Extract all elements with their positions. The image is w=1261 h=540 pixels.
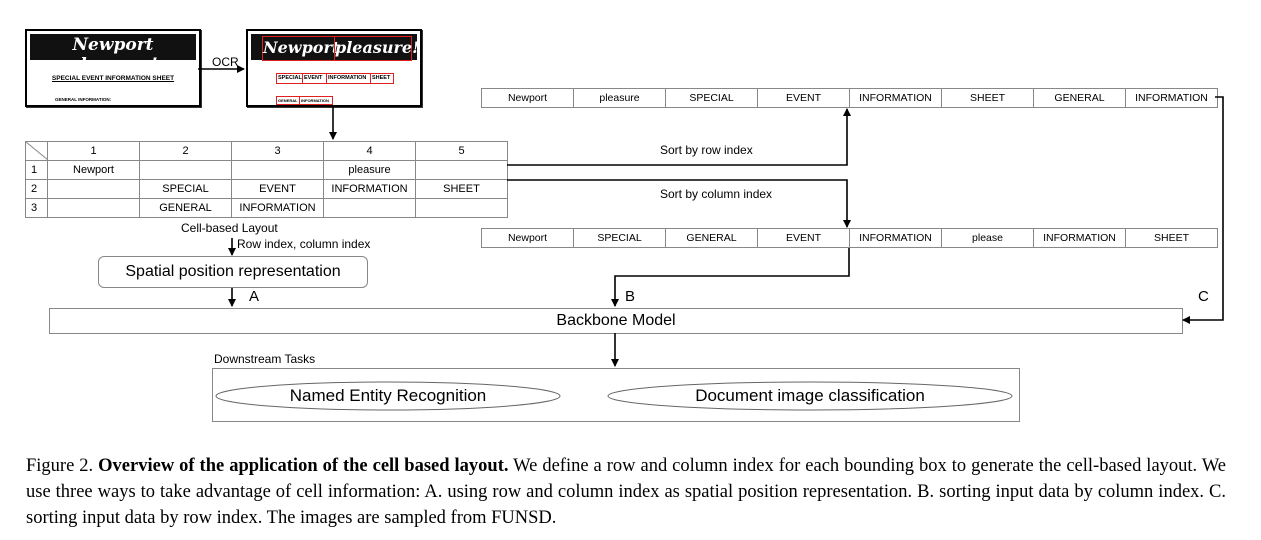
- token: INFORMATION: [1135, 92, 1208, 104]
- task-document-classification: Document image classification: [695, 386, 925, 405]
- ocr-box-information-2: INFORMATION: [299, 96, 333, 105]
- table-cell: INFORMATION: [231, 198, 324, 218]
- figure-label: Figure 2.: [26, 456, 94, 476]
- table-header-row: 1 2 3 4 5: [25, 141, 508, 161]
- arrow-b: [611, 248, 850, 307]
- ocr-label: OCR: [212, 55, 239, 69]
- token: pleasure: [574, 89, 666, 107]
- table-row: 2 SPECIAL EVENT INFORMATION SHEET: [25, 179, 508, 199]
- token: EVENT: [758, 89, 850, 107]
- corner-diagonal: [26, 142, 48, 160]
- task-ellipse-ner: [215, 381, 561, 411]
- table-cell: SHEET: [415, 179, 508, 199]
- source-document-image: Newport pleasure! SPECIAL EVENT INFORMAT…: [25, 29, 201, 107]
- arrow-c: [1182, 96, 1224, 324]
- table-row: 3 GENERAL INFORMATION: [25, 198, 508, 218]
- table-corner-cell: [25, 141, 48, 161]
- token: SHEET: [1153, 232, 1189, 244]
- downstream-tasks-label: Downstream Tasks: [214, 352, 316, 366]
- task-ellipses: [215, 381, 1013, 411]
- token: INFORMATION: [1034, 229, 1126, 247]
- cell-layout-table: 1 2 3 4 5 1 Newport pleasure 2 SPECIAL E…: [25, 141, 508, 218]
- ocr-word-sheet: SHEET: [372, 75, 391, 81]
- token: INFORMATION: [850, 229, 942, 247]
- table-cell: GENERAL: [139, 198, 232, 218]
- token: GENERAL: [1034, 89, 1126, 107]
- ocr-word-information-2: INFORMATION: [301, 98, 329, 103]
- ocr-word-event: EVENT: [304, 75, 323, 81]
- ocr-box-sheet: SHEET: [370, 73, 394, 84]
- document-footer: GENERAL INFORMATION:: [55, 97, 112, 102]
- sort-column-label: Sort by column index: [660, 187, 773, 201]
- document-title: Newport pleasure!: [68, 35, 158, 75]
- ocr-word-newport: Newport: [263, 38, 340, 57]
- token: Newport: [482, 89, 574, 107]
- task-ellipse-classification: [607, 381, 1013, 411]
- ocr-word-information: INFORMATION: [328, 75, 367, 81]
- token: SPECIAL: [666, 89, 758, 107]
- token: please: [942, 229, 1034, 247]
- column-sort-arrow: [507, 179, 851, 228]
- ocr-word-special: SPECIAL: [278, 75, 302, 81]
- caption-title: Overview of the application of the cell …: [98, 456, 509, 476]
- arrow-label-a: A: [249, 288, 260, 305]
- arrow-label-c: C: [1198, 288, 1209, 305]
- ocr-word-general: GENERAL: [278, 98, 298, 103]
- token: GENERAL: [666, 229, 758, 247]
- token: Newport: [482, 229, 574, 247]
- column-sorted-sequence: Newport SPECIAL GENERAL EVENT INFORMATIO…: [481, 228, 1218, 248]
- document-title-bar: Newport pleasure!: [30, 34, 196, 75]
- caption-body: We define a row and column index for eac…: [26, 456, 1227, 528]
- cell-layout-label: Cell-based Layout: [181, 221, 278, 235]
- token: SPECIAL: [574, 229, 666, 247]
- arrow-label-b: B: [625, 288, 636, 305]
- table-row: 1 Newport pleasure: [25, 160, 508, 180]
- row-sorted-sequence: Newport pleasure SPECIAL EVENT INFORMATI…: [481, 88, 1218, 108]
- table-cell: [415, 198, 508, 218]
- row-column-index-label: Row index, column index: [237, 237, 371, 251]
- spatial-position-box: Spatial position representation: [98, 256, 368, 288]
- figure-caption: Figure 2. Overview of the application of…: [26, 453, 1226, 531]
- sort-row-label: Sort by row index: [660, 143, 753, 157]
- token: INFORMATION: [850, 89, 942, 107]
- downstream-tasks-box: Named Entity Recognition Document image …: [212, 368, 1020, 422]
- ocr-document-image: Newport pleasure! SPECIAL EVENT INFORMAT…: [246, 29, 422, 107]
- token: SHEET: [942, 89, 1034, 107]
- document-subtitle: SPECIAL EVENT INFORMATION SHEET: [51, 75, 175, 82]
- token: EVENT: [758, 229, 850, 247]
- ocr-box-pleasure: pleasure!: [334, 36, 420, 61]
- row-sort-arrow: [507, 108, 851, 166]
- ocr-word-pleasure: pleasure!: [335, 38, 420, 57]
- task-ner: Named Entity Recognition: [289, 386, 487, 405]
